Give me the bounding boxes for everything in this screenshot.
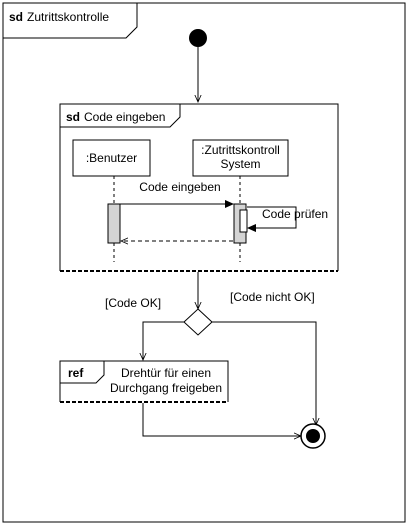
self-call-code-pruefen-arrow	[247, 206, 297, 228]
ref-frame-label-line1: Drehtür für einen	[121, 366, 211, 380]
guard-code-nicht-ok: [Code nicht OK]	[230, 290, 315, 304]
ref-frame-tab	[60, 361, 105, 384]
lifeline-system-label-line1: :Zutrittskontroll	[201, 143, 280, 157]
ref-frame-label-line2: Durchgang freigeben	[110, 381, 222, 395]
ref-frame-border	[59, 360, 229, 402]
activation-bar-system-nested	[239, 209, 248, 233]
lifeline-zutrittskontrollsystem: :Zutrittskontroll System	[192, 139, 289, 262]
flow-code-ok	[143, 321, 184, 360]
initial-node	[189, 29, 207, 47]
ref-frame-drehtuer: ref Drehtür für einen Durchgang freigebe…	[59, 360, 229, 403]
decision-node	[183, 308, 213, 336]
final-node	[300, 423, 326, 449]
lifeline-benutzer-head	[72, 139, 151, 177]
flow-code-nicht-ok	[212, 321, 316, 425]
flow-ref-to-final	[142, 403, 301, 436]
final-node-dot	[306, 429, 320, 443]
outer-frame-tab	[3, 3, 138, 39]
message-code-eingeben-label: Code eingeben	[139, 180, 220, 194]
self-call-code-pruefen-label: Code prüfen	[262, 207, 328, 221]
activation-bar-benutzer	[107, 203, 121, 244]
interaction-frame-tab	[60, 104, 181, 128]
lifeline-system-label-line2: System	[220, 157, 260, 171]
lifeline-system-head	[192, 139, 289, 177]
lifeline-benutzer: :Benutzer	[72, 139, 151, 262]
ref-frame-keyword: ref	[68, 366, 84, 380]
lifeline-benutzer-label: :Benutzer	[86, 151, 137, 165]
guard-code-ok: [Code OK]	[105, 296, 161, 310]
